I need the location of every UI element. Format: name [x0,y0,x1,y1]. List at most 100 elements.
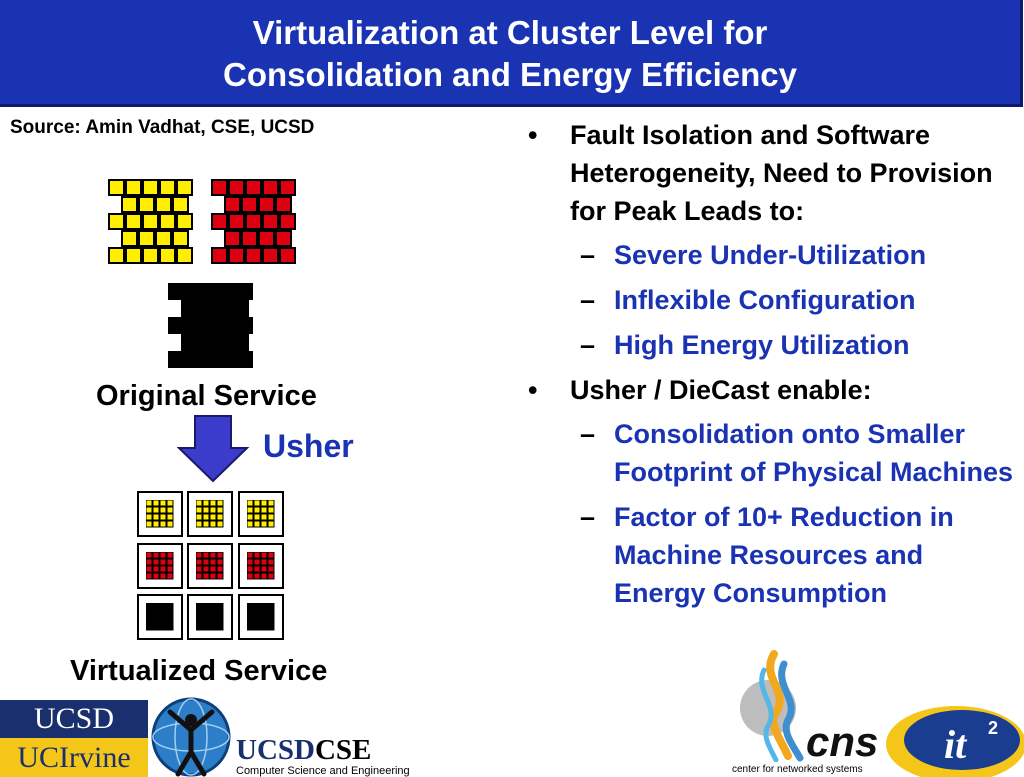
tile-block [215,334,232,351]
vm-cell [209,603,217,610]
tile-block [211,213,228,230]
vm-cell [166,616,174,624]
vm-cell [166,500,174,507]
vm-cell [152,513,160,521]
it2-logo-superscript: 2 [988,718,998,738]
vm-cell [267,623,275,631]
vm-cell [196,623,203,631]
tile-block [159,247,176,264]
tile-block [211,179,228,196]
vm-cell [260,506,268,514]
vm-cell-grid [146,500,174,528]
tile-block [228,213,245,230]
vm-cell [146,506,153,514]
vm-cell [146,558,153,566]
vm-cell-grid [146,603,174,631]
tile-block [185,283,202,300]
tile-block [142,247,159,264]
tile-block [121,196,138,213]
vm-cell [209,565,217,573]
vm-cell [146,513,153,521]
down-arrow-icon [177,415,250,483]
tile-block [181,300,198,317]
vm-cell [202,552,210,559]
vm-cell [166,506,174,514]
vm-cell [267,616,275,624]
cns-logo-subtitle: center for networked systems [732,764,863,775]
tile-block [211,247,228,264]
virtual-machine-box [238,491,284,537]
bullet-text: Fault Isolation and Software Heterogenei… [570,120,993,226]
tile-block [245,213,262,230]
vm-cell-grid [247,603,275,631]
tile-block [168,317,185,334]
dash-marker: – [580,285,596,315]
tile-block [219,283,236,300]
tile-block [232,334,249,351]
vm-cell [209,552,217,559]
virtual-machine-box [137,491,183,537]
vm-cell [247,500,254,507]
tile-block [159,213,176,230]
vm-cell [202,603,210,610]
sub-bullet-item: – Factor of 10+ Reduction in Machine Res… [528,498,1018,612]
vm-cell [152,572,160,580]
vm-cell [166,520,174,528]
vm-cell [146,572,153,580]
vm-cell [159,520,167,528]
vm-cell [209,572,217,580]
tile-block [224,230,241,247]
vm-cell [202,572,210,580]
tile-block [142,179,159,196]
vm-cell [196,603,203,610]
tile-block [219,317,236,334]
vm-cell [166,513,174,521]
vm-cell [253,609,261,617]
tile-block [228,247,245,264]
vm-cell [202,513,210,521]
vm-cell [209,616,217,624]
tile-block [159,179,176,196]
globe-figure-logo [151,697,231,777]
vm-cell [196,565,203,573]
vm-cell [196,513,203,521]
bullet-item: • Fault Isolation and Software Heterogen… [528,116,1018,230]
vm-cell [216,552,224,559]
vm-cell [152,500,160,507]
vm-cell [209,500,217,507]
it2-logo-text: it [944,722,968,767]
tile-block [176,247,193,264]
sub-bullet-item: – Severe Under-Utilization [528,236,1018,274]
vm-cell [159,565,167,573]
slide-title: Virtualization at Cluster Level for Cons… [0,12,1020,96]
vm-cell [152,565,160,573]
tile-block [185,351,202,368]
vm-cell-grid [196,500,224,528]
vm-cell [247,565,254,573]
vm-cell [216,520,224,528]
vm-cell [216,623,224,631]
dash-marker: – [580,502,596,532]
tile-block [262,179,279,196]
vm-cell [253,623,261,631]
vm-cell [247,609,254,617]
vm-cell [247,558,254,566]
tile-block [168,283,185,300]
vm-cell [216,572,224,580]
dash-marker: – [580,330,596,360]
tile-block [198,334,215,351]
vm-cell [267,520,275,528]
virtualized-service-label: Virtualized Service [70,655,328,687]
bullet-list: • Fault Isolation and Software Heterogen… [528,116,1018,619]
vm-cell [196,506,203,514]
tile-block [138,230,155,247]
it2-logo: it 2 [886,706,1024,777]
tile-block [245,179,262,196]
vm-cell [260,572,268,580]
vm-cell [216,558,224,566]
vm-cell [209,520,217,528]
vm-cell [209,506,217,514]
dash-marker: – [580,240,596,270]
tile-block [275,230,292,247]
vm-cell [166,565,174,573]
